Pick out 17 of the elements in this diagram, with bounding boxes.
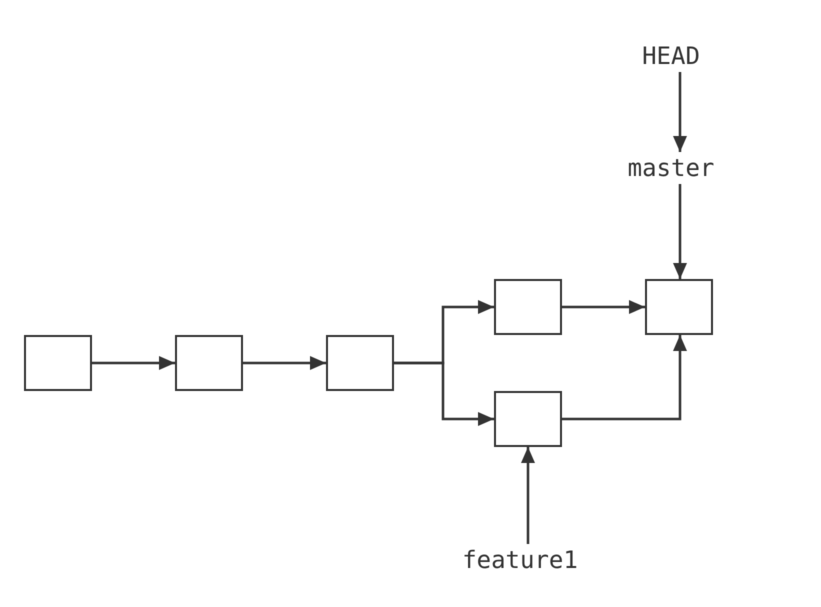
arrow: [673, 72, 687, 152]
branch-label: master: [628, 154, 714, 182]
arrow: [521, 447, 535, 544]
arrow: [92, 356, 175, 370]
arrow: [562, 335, 687, 420]
arrow: [673, 184, 687, 279]
commit-box: [494, 279, 562, 335]
branch-label: feature1: [462, 546, 578, 574]
commit-box: [645, 279, 713, 335]
commit-box: [494, 391, 562, 447]
arrow: [562, 300, 645, 314]
commit-box: [175, 335, 243, 391]
commit-box: [24, 335, 92, 391]
branch-label: HEAD: [642, 42, 700, 70]
arrow: [394, 362, 494, 426]
commit-box: [326, 335, 394, 391]
arrow: [243, 356, 326, 370]
